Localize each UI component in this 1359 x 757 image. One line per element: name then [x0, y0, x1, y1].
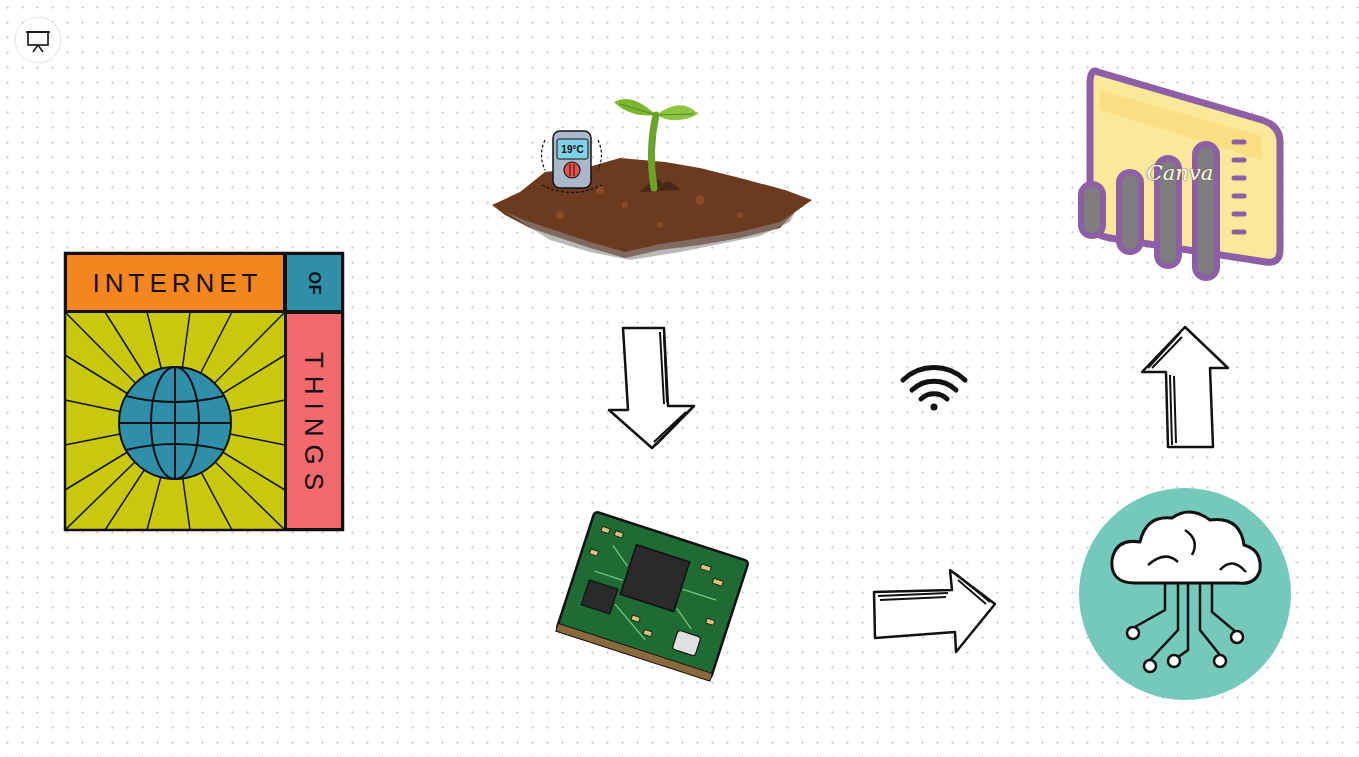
cloud-icon	[1079, 488, 1291, 700]
watermark: Canva	[1130, 158, 1230, 188]
temperature-reading: 19°C	[557, 139, 588, 159]
present-button	[15, 17, 61, 63]
band-text: THINGS	[301, 344, 327, 498]
right-arrow	[874, 570, 995, 652]
down-arrow	[609, 328, 694, 448]
soil-plant	[492, 99, 812, 260]
band-text: OF	[306, 270, 322, 295]
title-band: INTERNET	[65, 253, 285, 312]
corner-band: OF	[285, 253, 343, 312]
thermometer	[542, 131, 603, 193]
side-band: THINGS	[285, 312, 343, 530]
band-text: INTERNET	[88, 270, 263, 296]
wifi-symbol	[903, 368, 965, 411]
iot-logo	[65, 253, 343, 530]
chip-board	[556, 511, 749, 681]
up-arrow	[1142, 327, 1228, 447]
powerbi-icon	[1081, 71, 1280, 278]
